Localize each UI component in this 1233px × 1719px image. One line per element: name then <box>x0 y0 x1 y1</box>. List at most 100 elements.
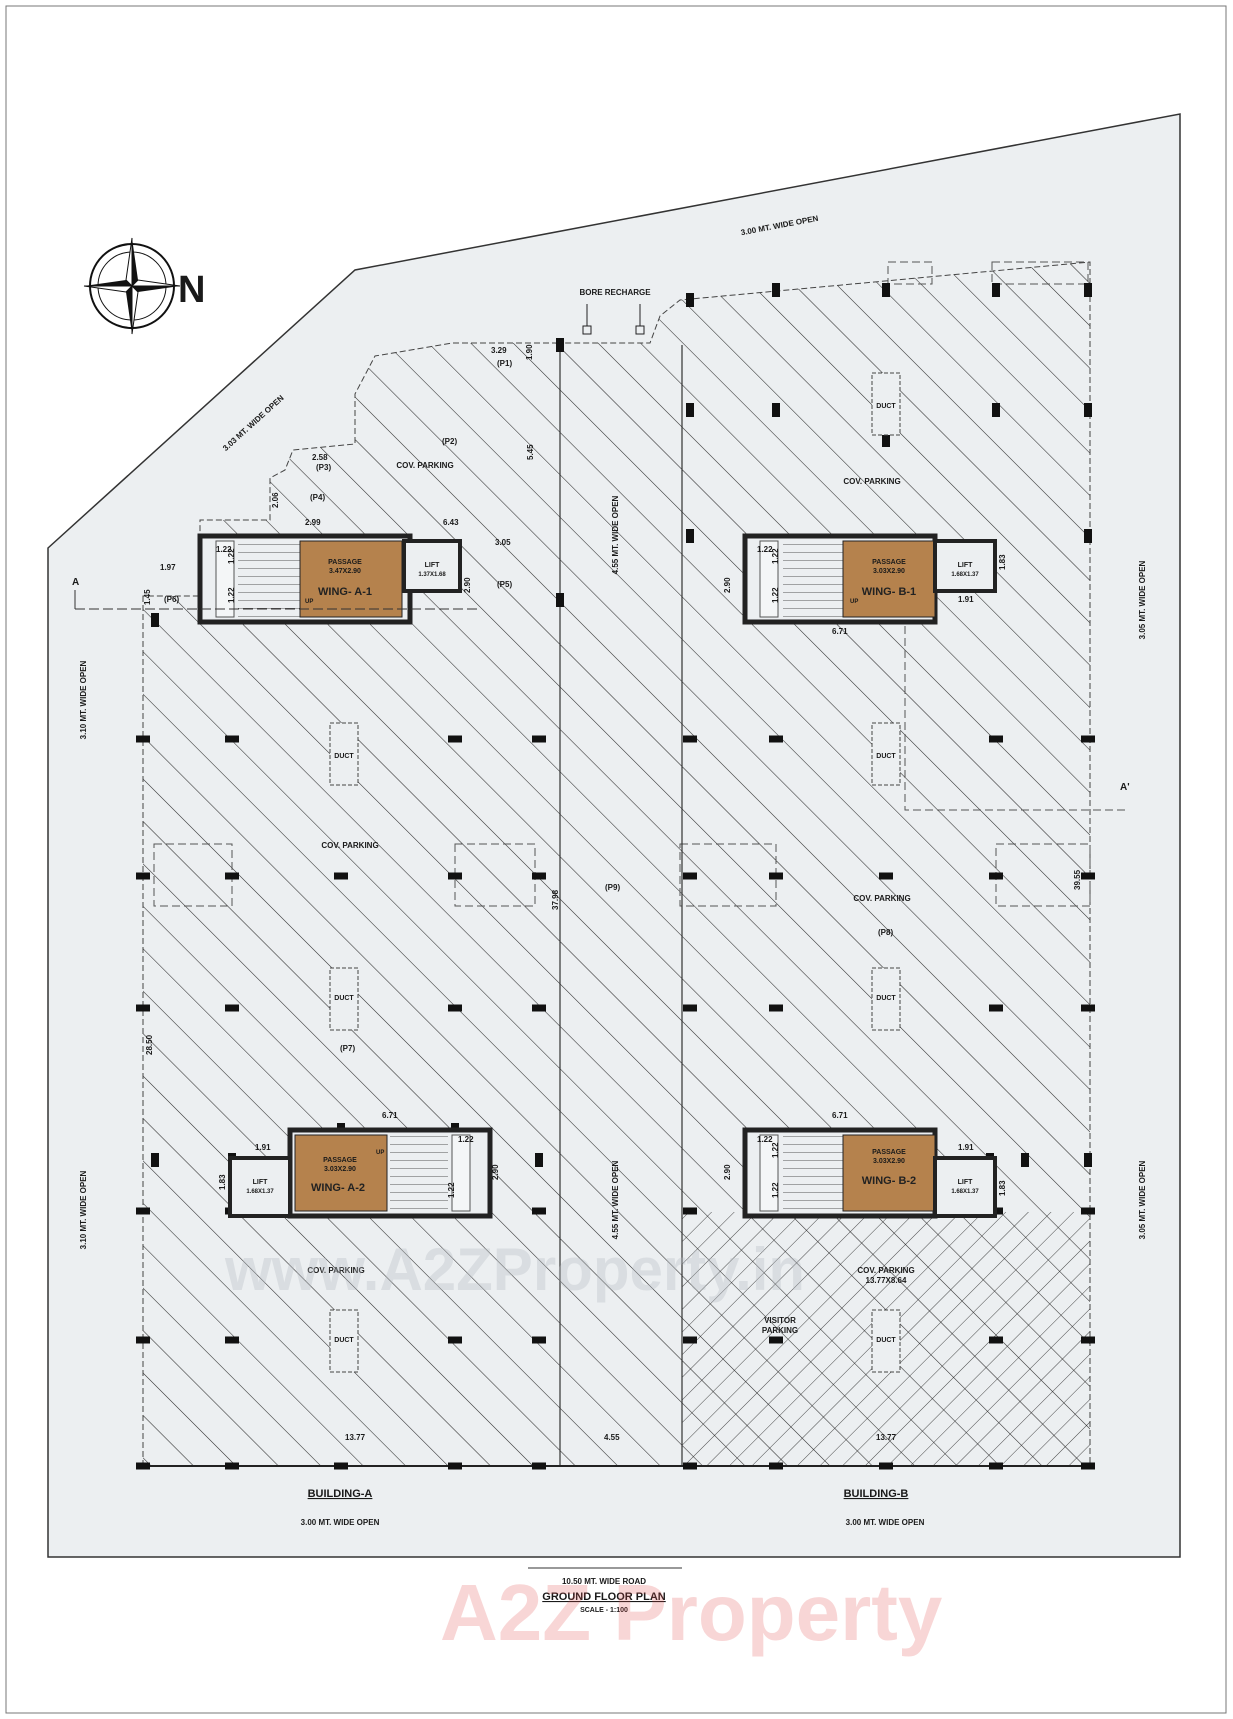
column <box>225 1004 239 1012</box>
column <box>1081 735 1095 743</box>
column <box>532 872 546 880</box>
bottom-open-a-label: 3.00 MT. WIDE OPEN <box>301 1518 380 1527</box>
column <box>1084 403 1092 417</box>
duct-b-3: DUCT <box>871 967 901 1031</box>
column <box>532 735 546 743</box>
bore-recharge-label: BORE RECHARGE <box>579 288 651 297</box>
svg-text:2.58: 2.58 <box>312 453 328 462</box>
right-open-lower-label: 3.05 MT. WIDE OPEN <box>1138 1160 1147 1239</box>
road-label: 10.50 MT. WIDE ROAD <box>562 1577 646 1586</box>
column <box>879 872 893 880</box>
column <box>225 735 239 743</box>
parking-b-top: COV. PARKING <box>843 477 900 486</box>
left-open-lower-label: 3.10 MT. WIDE OPEN <box>79 1170 88 1249</box>
column <box>769 1336 783 1344</box>
column <box>989 872 1003 880</box>
parking-b-bottom: COV. PARKING <box>857 1266 914 1275</box>
column <box>992 283 1000 297</box>
parking-b-bottom-size: 13.77X8.64 <box>866 1276 907 1285</box>
wing-b-2-name: WING- B-2 <box>862 1175 916 1187</box>
column <box>136 1207 150 1215</box>
column <box>136 1462 150 1470</box>
svg-text:39.55: 39.55 <box>1073 869 1082 890</box>
svg-text:(P6): (P6) <box>164 595 179 604</box>
wing-a-2-lift: LIFT <box>253 1179 268 1186</box>
wing-a-2-passage-size: 3.03X2.90 <box>324 1166 356 1173</box>
column <box>989 1004 1003 1012</box>
column <box>683 1004 697 1012</box>
wing-b-1: PASSAGE 3.03X2.90 WING- B-1 LIFT 1.68X1.… <box>742 533 997 625</box>
column <box>448 1004 462 1012</box>
svg-text:2.90: 2.90 <box>491 1164 500 1180</box>
column <box>448 872 462 880</box>
wing-b-1-lift: LIFT <box>958 562 973 569</box>
center-open-lower-label: 4.55 MT. WIDE OPEN <box>611 1160 620 1239</box>
column <box>683 1462 697 1470</box>
column <box>992 403 1000 417</box>
svg-text:1.22: 1.22 <box>458 1135 474 1144</box>
svg-text:1.22: 1.22 <box>216 545 232 554</box>
svg-text:(P1): (P1) <box>497 359 512 368</box>
svg-text:1.22: 1.22 <box>227 548 236 564</box>
svg-text:1.97: 1.97 <box>160 563 176 572</box>
column <box>556 593 564 607</box>
svg-text:1.22: 1.22 <box>757 545 773 554</box>
wing-b-1-passage-size: 3.03X2.90 <box>873 568 905 575</box>
ducts: DUCT DUCT DUCT DUCT DUCT DUCT DUCT <box>329 372 901 1373</box>
svg-text:5.45: 5.45 <box>526 444 535 460</box>
wing-b-2-lift-size: 1.68X1.37 <box>951 1189 979 1195</box>
column <box>136 872 150 880</box>
column <box>151 1153 159 1167</box>
column <box>532 1004 546 1012</box>
svg-text:DUCT: DUCT <box>334 995 354 1002</box>
parking-a-top: COV. PARKING <box>396 461 453 470</box>
column <box>1021 1153 1029 1167</box>
svg-text:1.91: 1.91 <box>958 1143 974 1152</box>
svg-text:DUCT: DUCT <box>334 1337 354 1344</box>
wing-a-1-name: WING- A-1 <box>318 586 372 598</box>
column <box>772 403 780 417</box>
building-b-label: BUILDING-B <box>844 1488 909 1500</box>
svg-text:4.55: 4.55 <box>604 1433 620 1442</box>
svg-text:1.22: 1.22 <box>771 548 780 564</box>
svg-text:1.83: 1.83 <box>998 554 1007 570</box>
column <box>225 872 239 880</box>
svg-text:1.83: 1.83 <box>218 1174 227 1190</box>
svg-text:(P4): (P4) <box>310 493 325 502</box>
wing-b-1-passage: PASSAGE <box>872 559 906 566</box>
svg-text:6.43: 6.43 <box>443 518 459 527</box>
svg-text:(P5): (P5) <box>497 580 512 589</box>
column <box>1081 1336 1095 1344</box>
watermark-logo: A2Z Property <box>440 1568 943 1657</box>
column <box>334 872 348 880</box>
svg-text:1.22: 1.22 <box>771 587 780 603</box>
svg-text:UP: UP <box>305 599 313 605</box>
duct-a-3: DUCT <box>329 1309 359 1373</box>
column <box>686 529 694 543</box>
plan-scale: SCALE - 1:100 <box>580 1607 628 1614</box>
column <box>1081 1207 1095 1215</box>
column <box>1084 283 1092 297</box>
wing-a-1-passage: PASSAGE <box>328 559 362 566</box>
parking-a-bottom: COV. PARKING <box>307 1266 364 1275</box>
column <box>879 1462 893 1470</box>
svg-text:DUCT: DUCT <box>876 1337 896 1344</box>
svg-text:1.22: 1.22 <box>771 1142 780 1158</box>
duct-b-2: DUCT <box>871 722 901 786</box>
column <box>989 735 1003 743</box>
left-open-upper-label: 3.10 MT. WIDE OPEN <box>79 660 88 739</box>
wing-a-2: PASSAGE 3.03X2.90 WING- A-2 LIFT 1.68X1.… <box>228 1127 493 1219</box>
svg-text:2.90: 2.90 <box>463 577 472 593</box>
column <box>769 872 783 880</box>
column <box>686 403 694 417</box>
svg-text:3.05: 3.05 <box>495 538 511 547</box>
svg-text:(P2): (P2) <box>442 437 457 446</box>
compass-icon <box>83 237 181 335</box>
svg-text:(P9): (P9) <box>605 883 620 892</box>
wing-a-1-lift-size: 1.37X1.68 <box>418 572 446 578</box>
column <box>683 1207 697 1215</box>
column <box>334 1462 348 1470</box>
column <box>683 735 697 743</box>
wing-a-1: PASSAGE 3.47X2.90 WING- A-1 LIFT 1.37X1.… <box>197 533 462 625</box>
column <box>1081 1462 1095 1470</box>
